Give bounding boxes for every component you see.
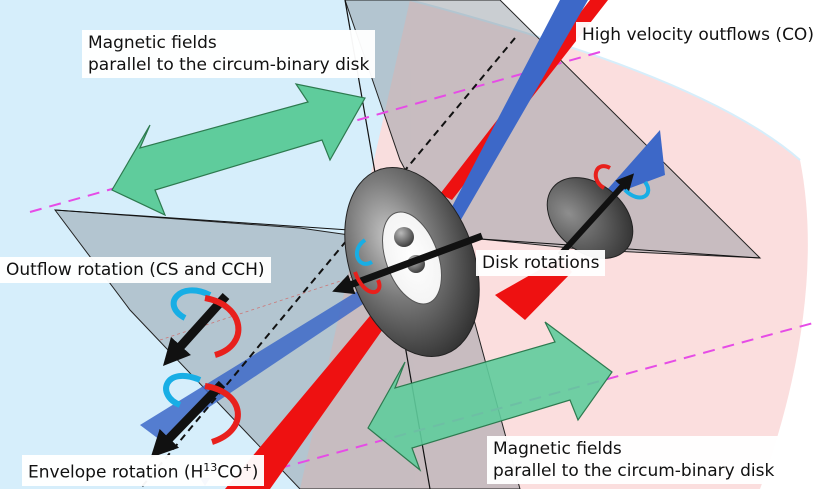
label-disk-rotations: Disk rotations <box>476 250 606 276</box>
envelope-sup1: 13 <box>203 461 218 474</box>
axis-arrow-outflow <box>162 292 230 367</box>
label-magnetic-bottom-line2: parallel to the circum-binary disk <box>493 461 775 481</box>
rotation-red-small <box>593 164 611 190</box>
axis-arrow-small <box>557 173 635 258</box>
rotation-red-torus <box>353 271 382 295</box>
envelope-suffix: ) <box>251 462 259 483</box>
dashed-axis <box>139 37 516 489</box>
envelope-mid: CO <box>217 462 243 483</box>
axis-arrow-torus <box>332 232 484 295</box>
label-high-velocity-outflows: High velocity outflows (CO) <box>576 22 817 48</box>
rotation-red-envelope <box>204 383 241 445</box>
label-outflow-rotation: Outflow rotation (CS and CCH) <box>0 257 271 283</box>
green-arrow-bottom <box>367 321 613 472</box>
label-magnetic-top-line1: Magnetic fields <box>88 33 217 53</box>
red-outflow-bottom <box>225 280 412 489</box>
label-magnetic-bottom-line1: Magnetic fields <box>493 439 622 459</box>
blue-outflow-small <box>598 130 665 200</box>
rotation-cyan-small <box>623 180 651 200</box>
envelope-sup2: + <box>242 461 252 474</box>
rotation-red-outflow <box>204 295 242 358</box>
rotation-cyan-envelope <box>163 372 202 408</box>
rotation-cyan-outflow <box>170 287 212 321</box>
protostar-1 <box>394 227 414 247</box>
blue-outflow-top <box>444 0 588 230</box>
green-arrow-top <box>111 83 366 217</box>
envelope-prefix: Envelope rotation (H <box>28 462 204 483</box>
label-magnetic-fields-bottom: Magnetic fields parallel to the circum-b… <box>487 436 781 484</box>
blue-region-edge <box>409 0 801 161</box>
label-envelope-rotation: Envelope rotation (H13CO+) <box>22 455 265 486</box>
rotation-cyan-torus <box>354 238 373 266</box>
label-magnetic-top-line2: parallel to the circum-binary disk <box>88 55 370 75</box>
label-magnetic-fields-top: Magnetic fields parallel to the circum-b… <box>82 30 376 78</box>
pink-region <box>300 0 808 489</box>
axis-arrow-envelope <box>150 380 226 458</box>
